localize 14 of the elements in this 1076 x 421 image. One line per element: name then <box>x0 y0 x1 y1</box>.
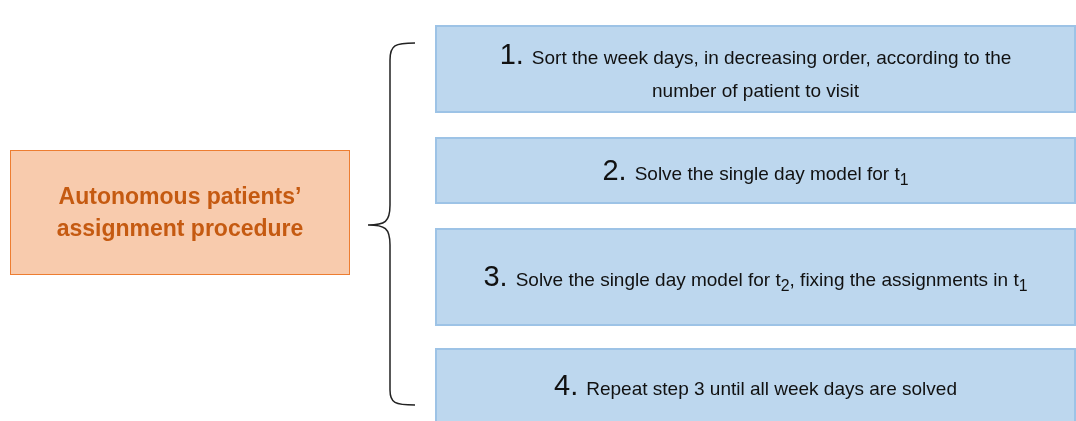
step-number: 2. <box>602 153 627 186</box>
step-box <box>435 137 1076 204</box>
step-text: Repeat step 3 until all week days are solved <box>586 377 957 399</box>
step-box <box>435 228 1076 326</box>
step-number: 4. <box>554 368 579 401</box>
procedure-title: Autonomous patients’ assignment procedure <box>56 183 304 241</box>
step-box <box>435 348 1076 421</box>
step-text: Sort the week days, in decreasing order, according to the number of patient to visit <box>531 47 1012 101</box>
step-text: Solve the single day model for t$_{2}$, fixing the assignments in t$_{1}$ <box>515 269 1028 291</box>
step-text: Solve the single day model for t$_{1}$ <box>634 162 909 184</box>
step-box <box>435 25 1076 113</box>
step-number: 1. <box>499 38 524 70</box>
step-number: 3. <box>483 260 508 293</box>
procedure-box <box>10 150 350 275</box>
